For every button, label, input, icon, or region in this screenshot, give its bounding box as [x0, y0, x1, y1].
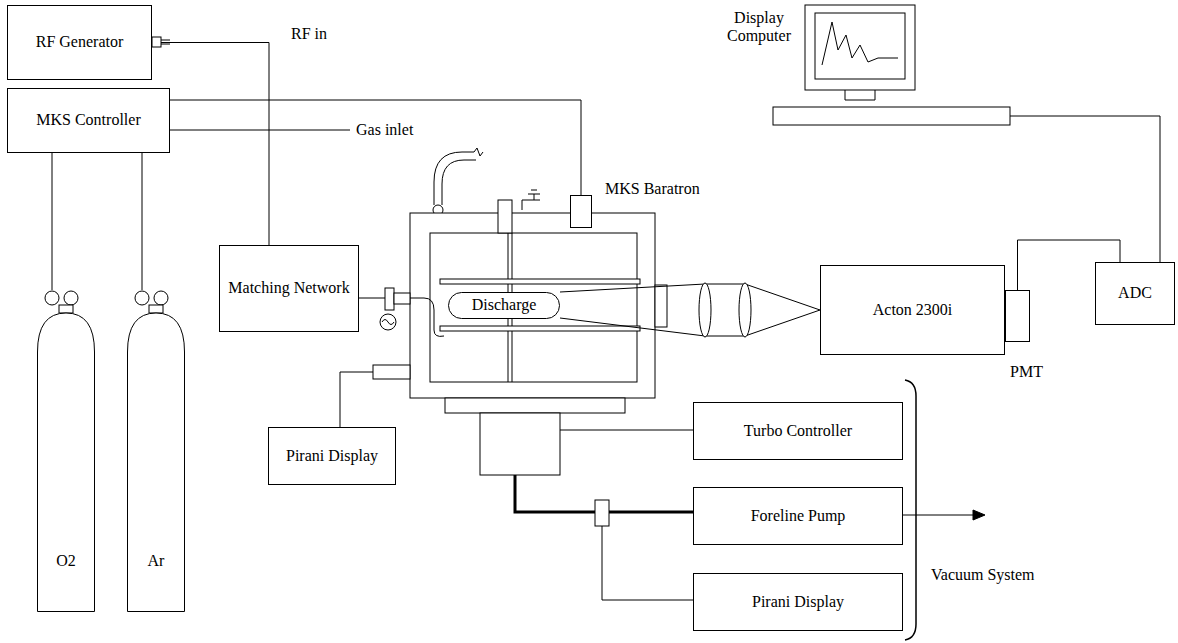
bracket [905, 380, 916, 640]
rf-feed [385, 288, 394, 310]
display-box: Pirani Display [693, 573, 903, 631]
electrode-plates [440, 326, 640, 331]
display-box: Pirani Display [268, 427, 396, 485]
rf-feed [410, 298, 444, 336]
label-text: Turbo Controller [744, 422, 852, 440]
display-computer: Display Computer [720, 5, 1010, 125]
pirani-gauge [340, 372, 373, 427]
label-text: Pirani Display [752, 593, 844, 611]
connector-line [52, 153, 53, 290]
vacuum-chamber [410, 213, 655, 398]
light-rays [560, 284, 820, 336]
exhaust-arrow [903, 515, 975, 516]
window [655, 285, 667, 327]
chamber-feedthrough [498, 200, 512, 233]
foreline-tube [602, 526, 693, 600]
discharge-region: Discharge [448, 292, 560, 319]
label-text: Pirani Display [286, 447, 378, 465]
pump-box: Foreline Pump [693, 487, 903, 545]
computer-monitor [773, 5, 1010, 125]
label-text: Foreline Pump [751, 507, 846, 525]
gas-cylinder: O2 [37, 290, 95, 612]
label-text: ADC [1118, 284, 1152, 302]
label-text: Matching Network [228, 279, 349, 297]
lens [699, 283, 751, 337]
connector-line [170, 100, 581, 195]
label-text: PMT [1010, 363, 1043, 381]
gas-line [170, 130, 350, 131]
controller-box: MKS Controller [7, 88, 170, 153]
foreline-tube [595, 500, 609, 526]
window [655, 285, 667, 327]
computer-monitor [815, 13, 905, 79]
controller-box: Turbo Controller [693, 402, 903, 460]
gas-cylinder: Ar [127, 290, 185, 612]
ground-symbol [522, 190, 540, 210]
label-text: Discharge [472, 296, 537, 314]
computer-monitor [773, 107, 1010, 125]
label-text: Ar [127, 552, 185, 570]
gas-line [170, 130, 350, 131]
rf-plug [152, 37, 161, 47]
adc-box: ADC [1095, 262, 1175, 325]
chamber-flange [560, 430, 693, 431]
connector-line [161, 43, 269, 246]
rf-feed [394, 293, 410, 304]
spectrometer-box: Acton 2300i [820, 265, 1005, 355]
chamber-flange [480, 413, 560, 475]
rf-feed [382, 320, 394, 325]
chamber-feedthrough [498, 200, 512, 233]
label-text: Acton 2300i [873, 301, 953, 319]
chamber-flange [445, 398, 625, 413]
gas-pipe [442, 160, 476, 205]
computer-monitor [822, 22, 898, 65]
pressure-gauge: MKS Baratron [570, 195, 592, 228]
lens [739, 283, 751, 337]
pmt-detector: PMT [1005, 290, 1030, 342]
label-text: O2 [37, 552, 95, 570]
electrode-plates [440, 279, 640, 331]
computer-monitor [845, 90, 875, 100]
annotation-label: RF in [290, 25, 328, 43]
vacuum-chamber [430, 233, 637, 382]
gas-pipe [430, 148, 483, 221]
connector-line [1010, 116, 1160, 262]
label-text: MKS Controller [36, 111, 140, 129]
rf-feed [345, 288, 444, 336]
lens [699, 283, 711, 337]
ground-symbol [522, 190, 540, 210]
label-text: RF Generator [36, 33, 124, 51]
rf-feed [380, 314, 396, 330]
annotation-label: Vacuum System [930, 566, 1036, 584]
foreline-tube [515, 475, 693, 600]
exhaust-arrow [973, 510, 985, 520]
light-rays [560, 284, 820, 336]
vacuum-chamber [410, 213, 655, 398]
instrument-box: RF Generator [7, 5, 152, 80]
matching-network-box: Matching Network [219, 245, 359, 332]
connector-line [142, 153, 143, 290]
pirani-gauge [373, 365, 410, 379]
gas-pipe [434, 148, 483, 205]
computer-monitor [805, 5, 915, 90]
label-text: MKS Baratron [605, 180, 700, 198]
chamber-flange [445, 398, 693, 475]
label-text: Display Computer [720, 9, 798, 46]
electrode-plates [440, 279, 640, 284]
annotation-label: Gas inlet [355, 121, 414, 139]
pirani-gauge [340, 365, 410, 427]
bracket [905, 380, 916, 640]
